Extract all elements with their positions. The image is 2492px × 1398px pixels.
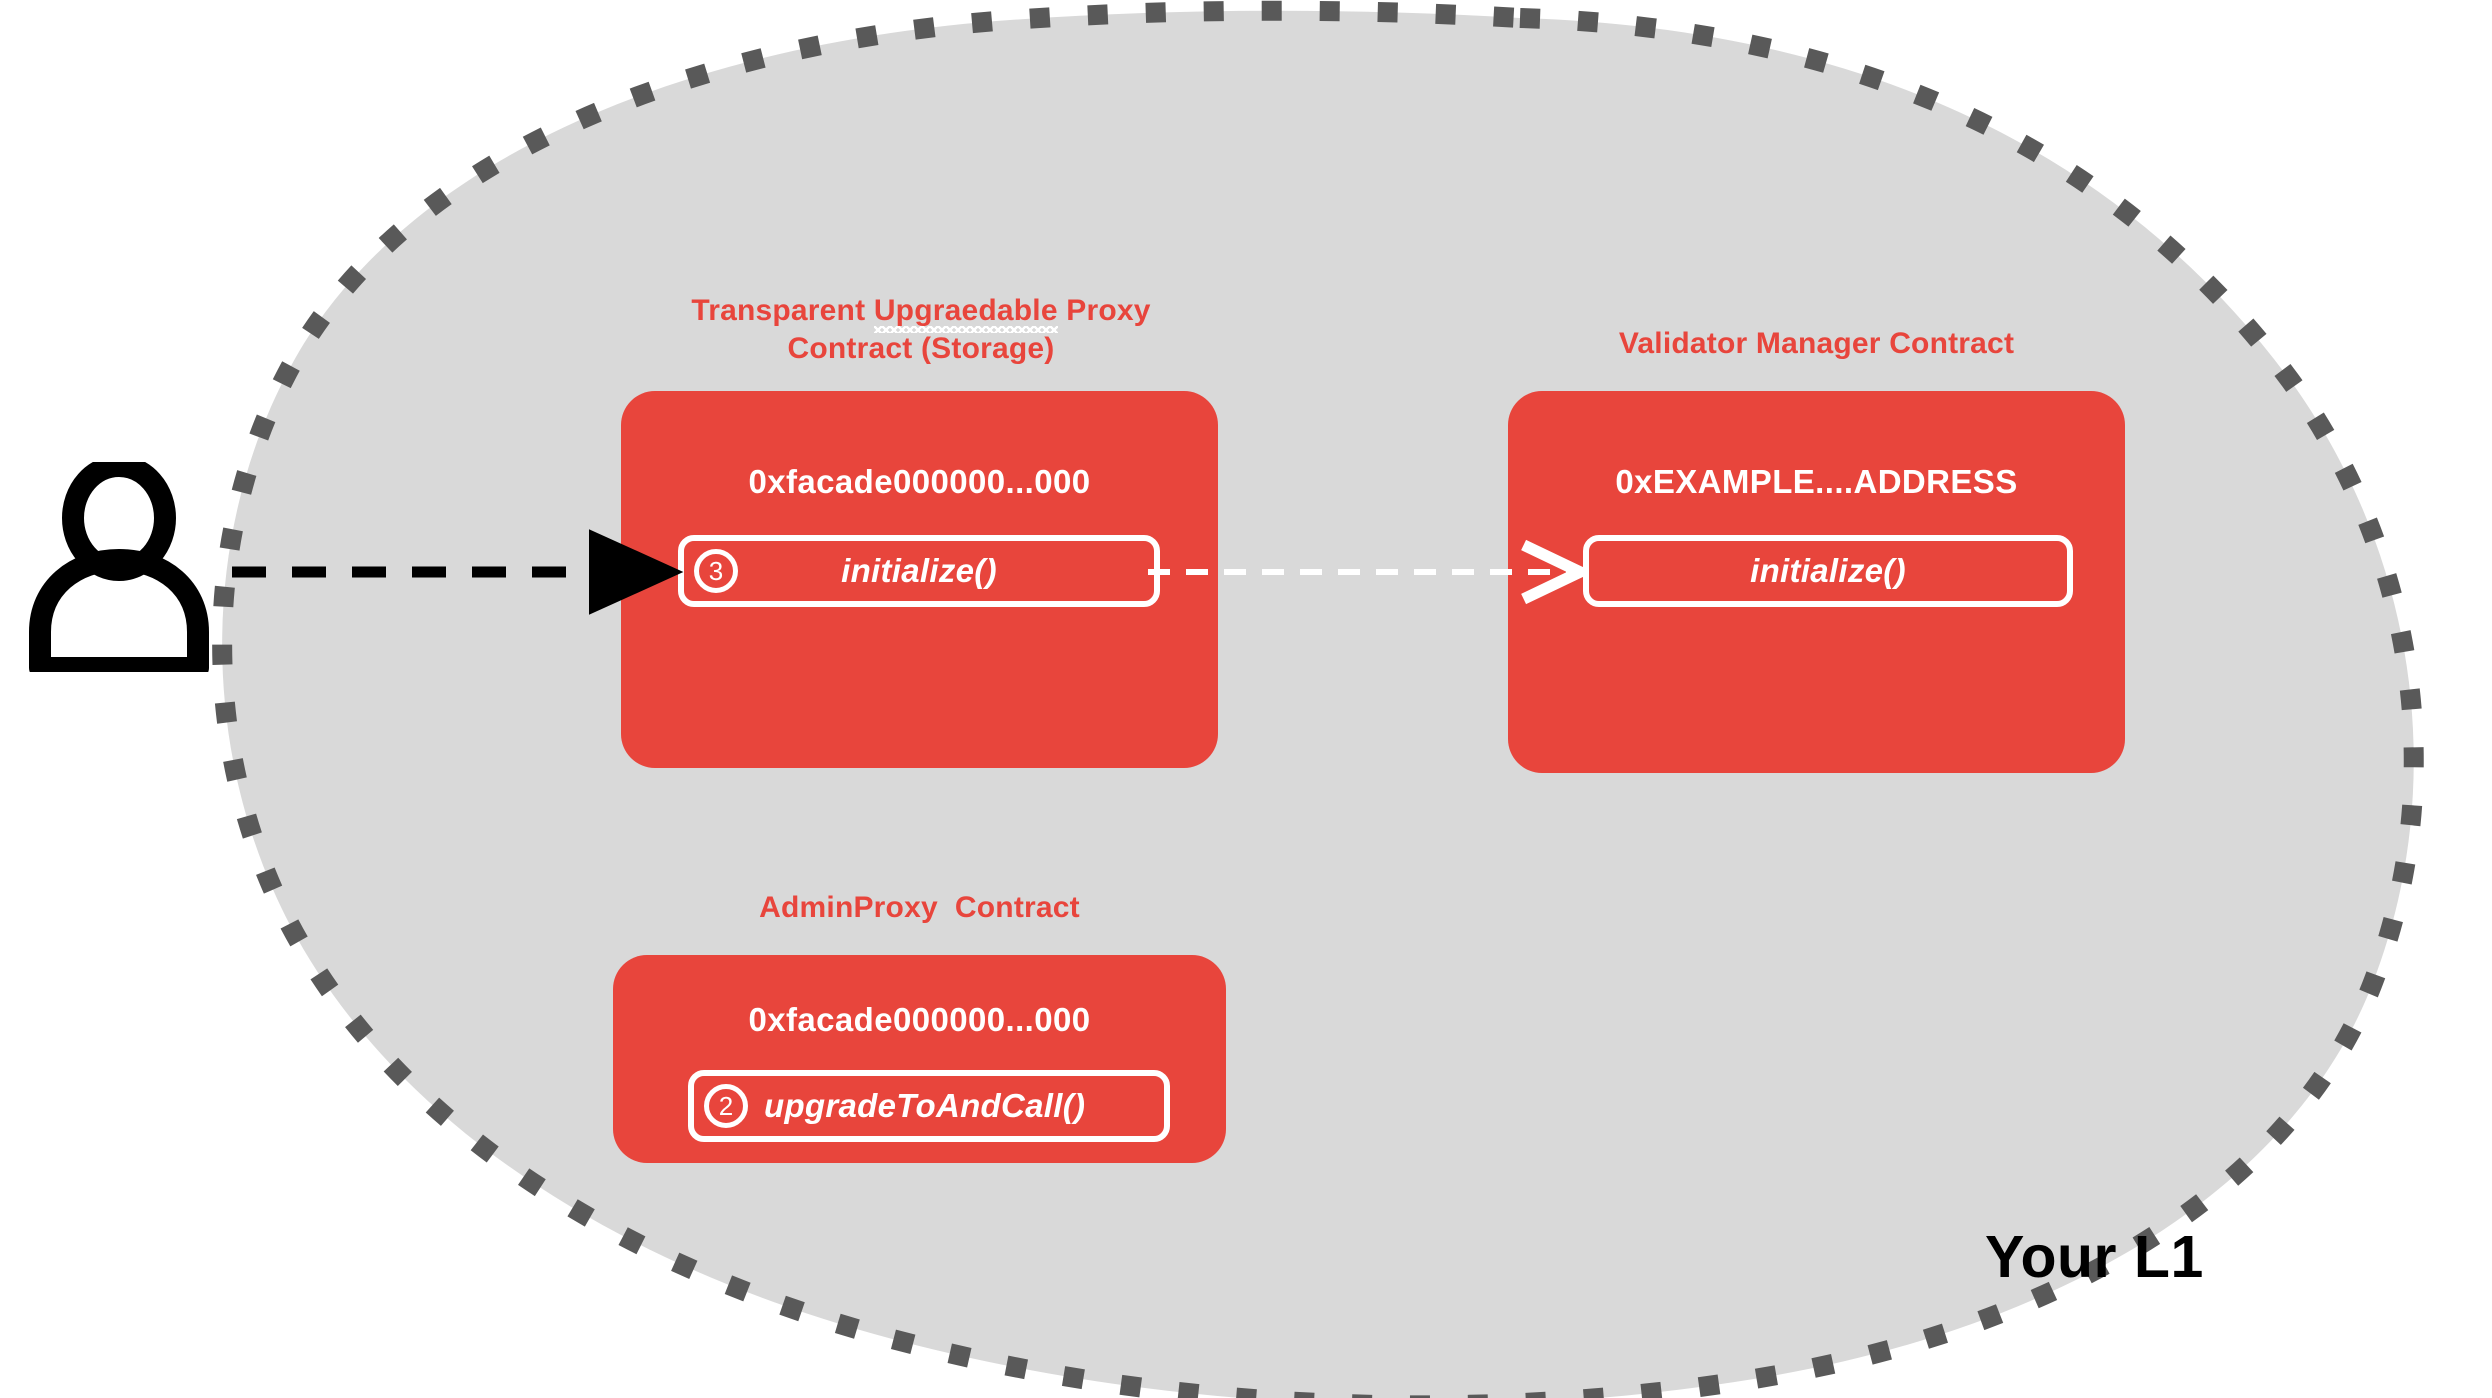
- contract-address-admin-proxy: 0xfacade000000...000: [748, 1001, 1091, 1038]
- step-badge-3: 3: [694, 549, 738, 593]
- person-icon: [29, 462, 209, 672]
- function-label-initialize: initialize(): [841, 552, 997, 589]
- title-suffix: Proxy: [1057, 294, 1151, 327]
- contract-box-validator-manager[interactable]: 0xEXAMPLE....ADDRESS initialize(): [1508, 391, 2125, 773]
- contract-box-transparent-upgradeable-proxy[interactable]: 0xfacade000000...000 3 initialize(): [621, 391, 1218, 768]
- contract-title-validator-manager: Validator Manager Contract: [1508, 325, 2125, 363]
- contract-address-validator-manager: 0xEXAMPLE....ADDRESS: [1615, 463, 2018, 500]
- function-pill-upgrade-to-and-call[interactable]: 2 upgradeToAndCall(): [688, 1070, 1170, 1142]
- network-blob-dotted-border: [212, 0, 2424, 1398]
- step-badge-2: 2: [704, 1084, 748, 1128]
- title-line1: Transparent Upgraedable Proxy: [691, 292, 1151, 333]
- title-misspelled-word: Upgraedable: [873, 292, 1058, 333]
- title-text: Validator Manager Contract: [1618, 327, 2015, 360]
- contract-address-transparent-upgradeable-proxy: 0xfacade000000...000: [748, 463, 1091, 500]
- network-label-your-l1: Your L1: [1985, 1224, 2204, 1290]
- function-label-upgrade-to-and-call: upgradeToAndCall(): [764, 1087, 1086, 1124]
- title-text: AdminProxy Contract: [759, 891, 1080, 924]
- function-label-initialize: initialize(): [1750, 552, 1906, 589]
- function-pill-initialize-validator-manager[interactable]: initialize(): [1583, 535, 2073, 607]
- title-prefix: Transparent: [691, 294, 874, 327]
- contract-title-admin-proxy: AdminProxy Contract: [613, 889, 1226, 927]
- title-line2: Contract (Storage): [787, 332, 1055, 365]
- contract-box-admin-proxy[interactable]: 0xfacade000000...000 2 upgradeToAndCall(…: [613, 955, 1226, 1163]
- function-pill-initialize-proxy[interactable]: 3 initialize(): [678, 535, 1160, 607]
